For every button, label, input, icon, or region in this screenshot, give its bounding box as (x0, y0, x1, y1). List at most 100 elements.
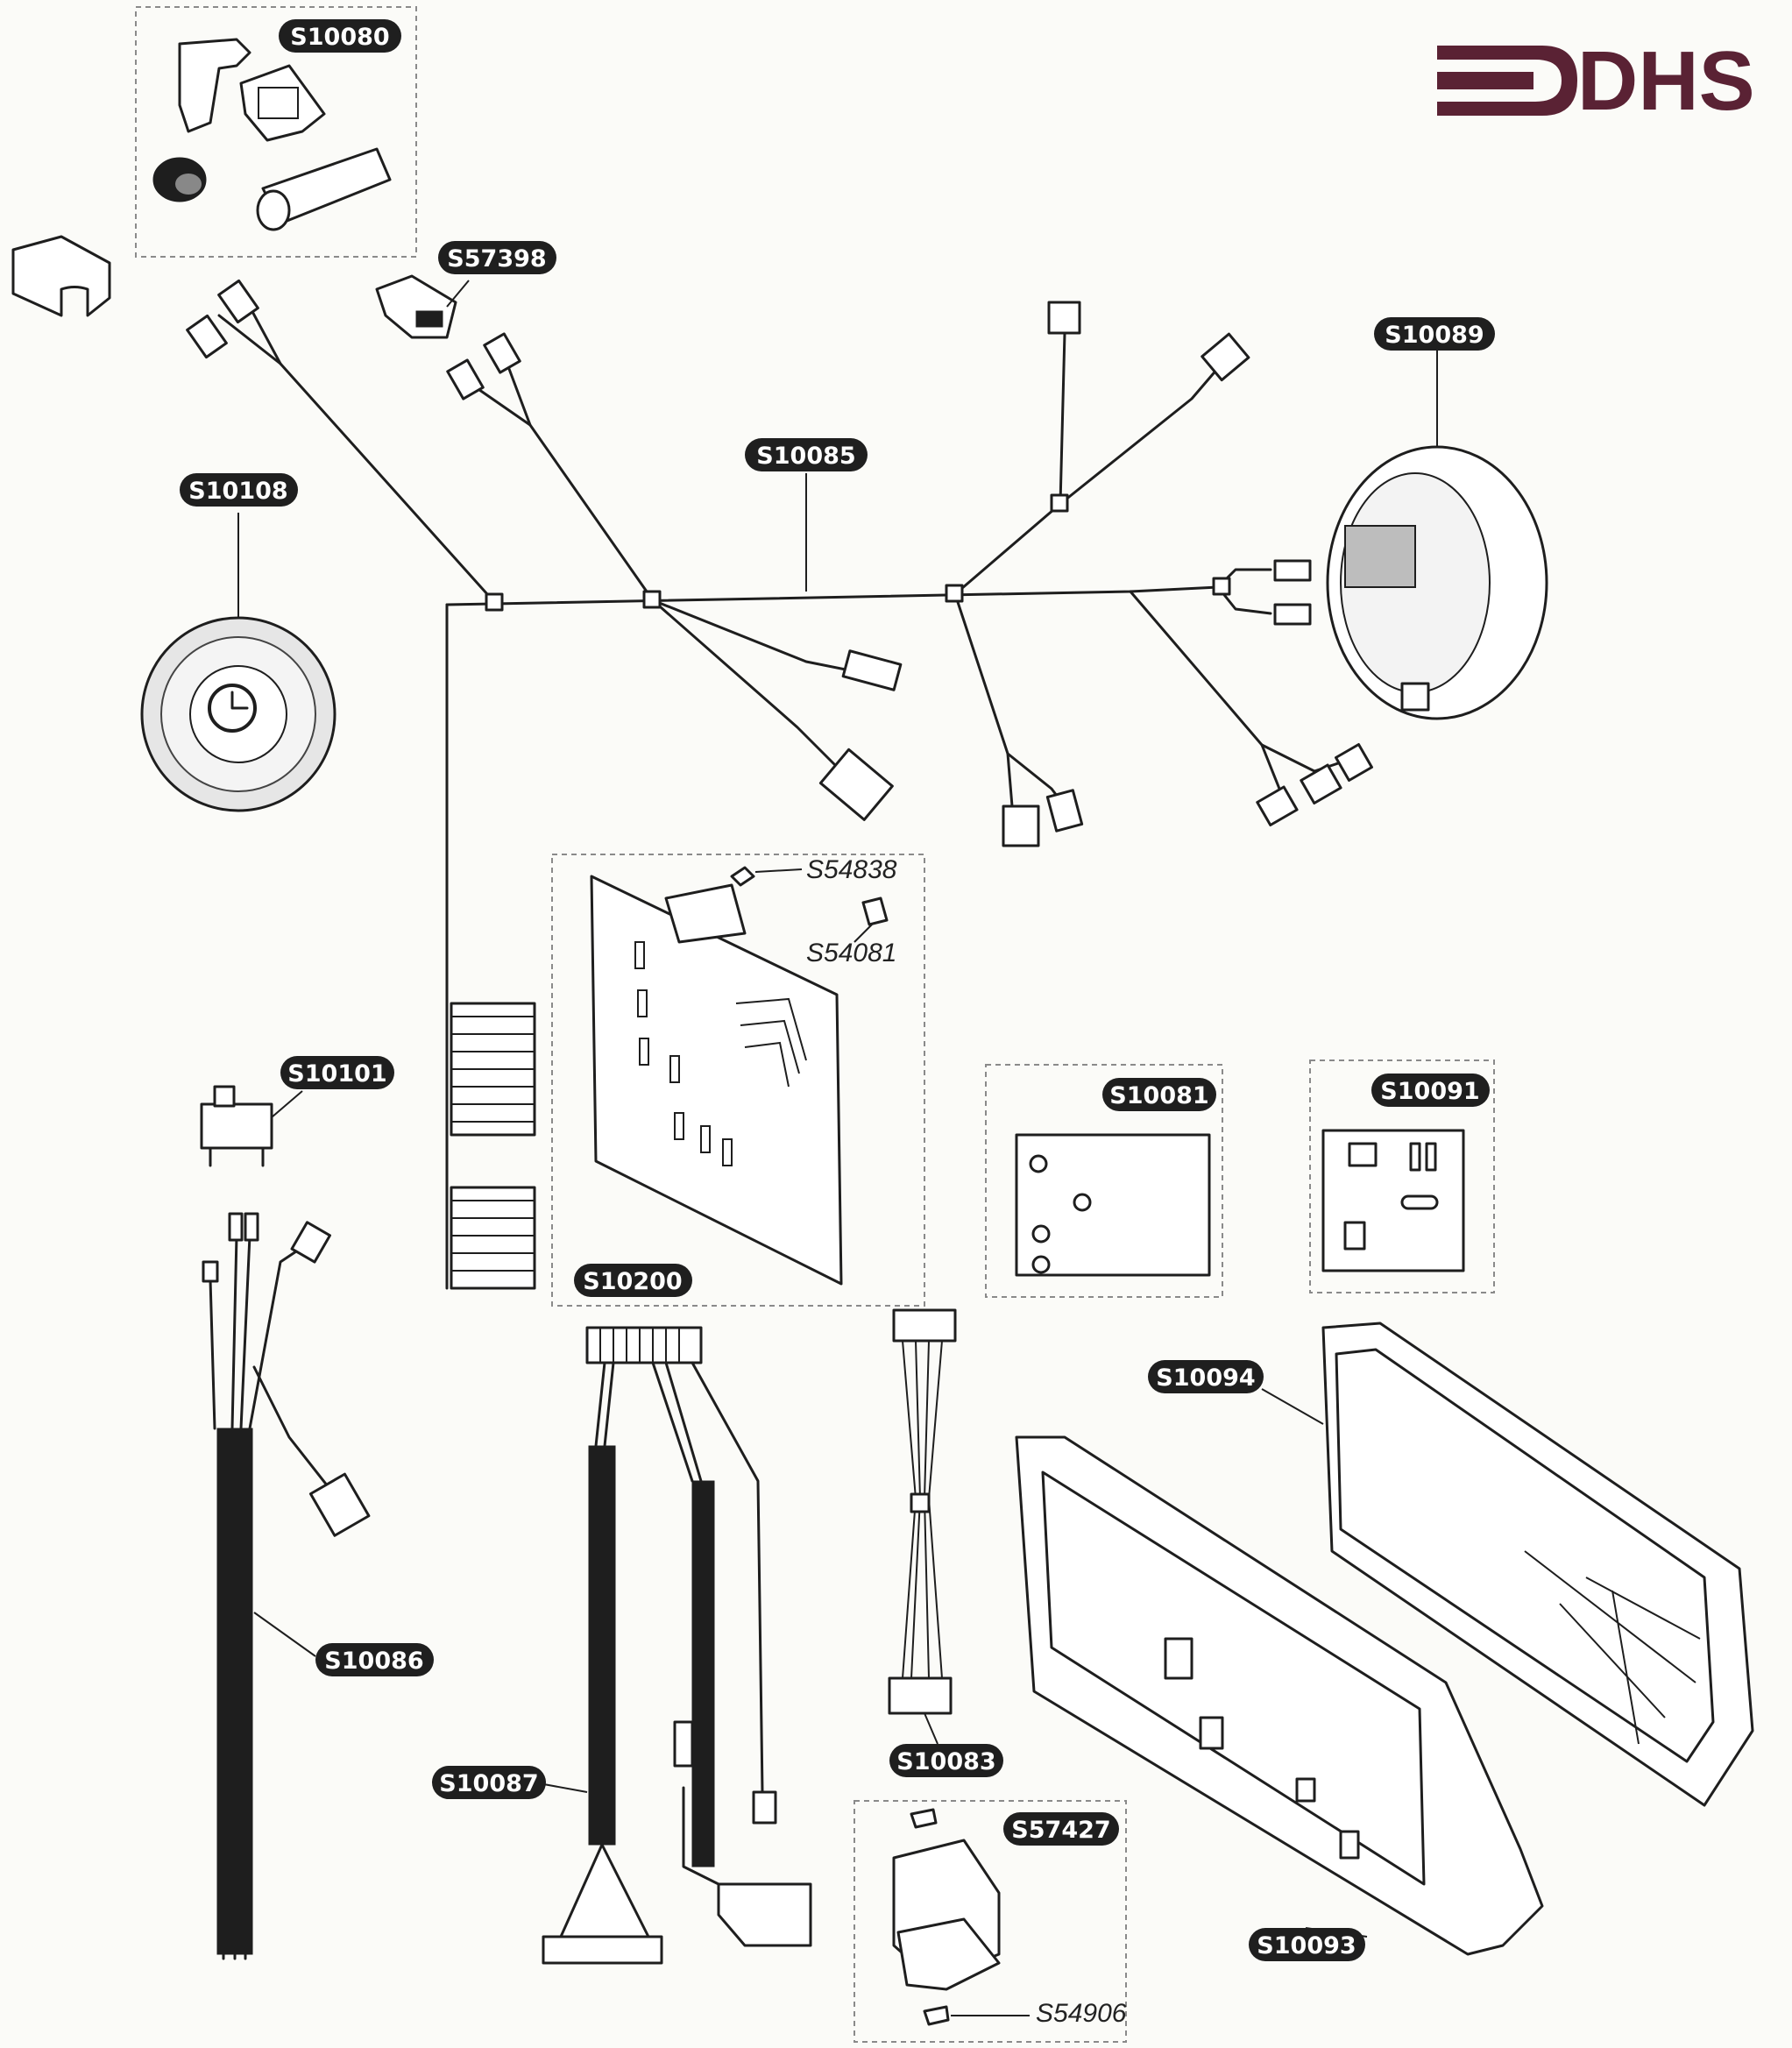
s10081-hole (1031, 1224, 1051, 1244)
connector-fr1 (1273, 559, 1312, 582)
s10087-sheath-main (588, 1445, 616, 1846)
s54838-label: S54838 (806, 855, 897, 884)
s10083-connector-bottom (888, 1676, 953, 1715)
s10080-label-pill (279, 19, 401, 53)
s10087-cable: S10087 (432, 1326, 812, 1965)
harness-connector-lower (450, 1186, 536, 1290)
s54906-label: S54906 (1036, 1999, 1127, 2028)
connector-rm2 (1045, 789, 1084, 833)
s10091-slot (1348, 1142, 1378, 1167)
s10081-dashed-box (985, 1064, 1223, 1298)
s10086-sheath (216, 1428, 253, 1955)
s57427-dashed-box (854, 1800, 1127, 2043)
s10101-pins (209, 1146, 265, 1167)
s10094-label-pill (1148, 1360, 1264, 1393)
connector-lm2 (818, 748, 894, 821)
s10093-label-pill (1249, 1928, 1365, 1961)
s10081-label: S10081 (1109, 1082, 1208, 1109)
s10101-leader (271, 1090, 303, 1118)
s57398-label-pill (438, 241, 556, 274)
s10080-dashed-box (135, 6, 417, 258)
s10101-part: S10101 (200, 1056, 394, 1167)
s10091-kit: S10091 (1309, 1059, 1495, 1293)
s10085-label-pill (745, 438, 868, 471)
s57398-switch (375, 274, 457, 339)
s10101-label-pill (280, 1056, 394, 1089)
s54838-leader (754, 868, 803, 873)
s10081-board (1015, 1133, 1211, 1277)
s10091-dashed-box (1309, 1059, 1495, 1293)
connector-tm1 (446, 358, 485, 400)
s10087-small-lead (682, 1786, 720, 1886)
s10094-fan-pattern (1524, 1550, 1701, 1745)
s10086-terminal (290, 1221, 331, 1264)
s10086-label-pill (315, 1643, 434, 1676)
s10081-hole (1031, 1255, 1051, 1274)
s10091-label-pill (1371, 1074, 1490, 1107)
s10083-connector-top (892, 1308, 957, 1343)
pressure-switch-nozzle (1400, 682, 1430, 712)
s10087-terminal (752, 1790, 777, 1825)
s10080-bracket (178, 38, 251, 133)
pcb-component (639, 1038, 649, 1066)
s10093-slot (1199, 1716, 1224, 1750)
s10108-label-pill (180, 473, 298, 507)
s10086-label: S10086 (324, 1648, 423, 1675)
pcb-relay (664, 883, 747, 944)
s10094-cover: S10094 (1148, 1322, 1754, 1807)
harness-branch-ur2 (1059, 366, 1220, 506)
s10091-oval (1400, 1194, 1439, 1210)
s10080-clip-window (258, 87, 299, 119)
harness-branch-ur1 (953, 331, 1066, 596)
s10080-clip (239, 64, 326, 142)
pcb-component (674, 1112, 684, 1140)
connector-lm1 (841, 649, 903, 691)
harness-clip (1212, 577, 1231, 596)
s10101-switch (200, 1102, 273, 1150)
s10093-slot (1295, 1777, 1316, 1803)
pcb-component (722, 1138, 733, 1166)
s10200-label: S10200 (583, 1268, 682, 1295)
s10083-clip (910, 1492, 931, 1513)
dhs-logo: DHS (1437, 34, 1755, 128)
s10108-label: S10108 (188, 478, 287, 505)
s10080-kit: S10080 (135, 6, 417, 258)
s57427-relay-base (896, 1917, 1001, 1991)
pcb-component (700, 1125, 711, 1153)
s10087-wires (594, 1361, 764, 1794)
s57427-label: S57427 (1011, 1817, 1110, 1844)
s10085-label: S10085 (756, 443, 855, 470)
s10087-label-pill (432, 1766, 546, 1799)
s10200-dashed-box (551, 854, 925, 1307)
s10086-terminal (202, 1260, 219, 1283)
s10081-kit: S10081 (985, 1064, 1223, 1298)
s57398-leader (446, 280, 470, 308)
s10080-label: S10080 (290, 24, 389, 51)
s10083-leader (924, 1712, 938, 1745)
s10093-fascia: S10093 (1015, 1435, 1544, 1961)
pcb-component (669, 1055, 680, 1083)
s10200-pcb-kit: S54838 S54081 S10200 (551, 854, 925, 1307)
harness-branch-lm1 (651, 599, 852, 672)
s54081-spacer (861, 896, 889, 926)
s10080-knob-hub (175, 174, 202, 195)
s10086-cable: S10086 (202, 1212, 434, 1960)
harness-connector-upper-pins (451, 1016, 535, 1123)
s10089-pressure-switch: S10089 (1326, 317, 1548, 720)
harness-clip (642, 590, 662, 609)
s10108-timer: S10108 (140, 473, 336, 812)
s10080-tube-cap (256, 189, 291, 231)
logo-mark (1437, 46, 1577, 116)
connector-ur1 (1047, 301, 1081, 335)
s10083-loom: S10083 (888, 1308, 1003, 1777)
s10091-label: S10091 (1380, 1078, 1479, 1105)
s10101-label: S10101 (287, 1060, 386, 1088)
s10094-leader (1261, 1388, 1324, 1425)
s10091-pin (1409, 1142, 1421, 1172)
s10086-terminal (228, 1212, 244, 1242)
s10081-label-pill (1102, 1078, 1216, 1111)
pcb-component (637, 989, 648, 1017)
s57398-part: S57398 (375, 241, 556, 339)
s10087-plug (559, 1843, 650, 1938)
